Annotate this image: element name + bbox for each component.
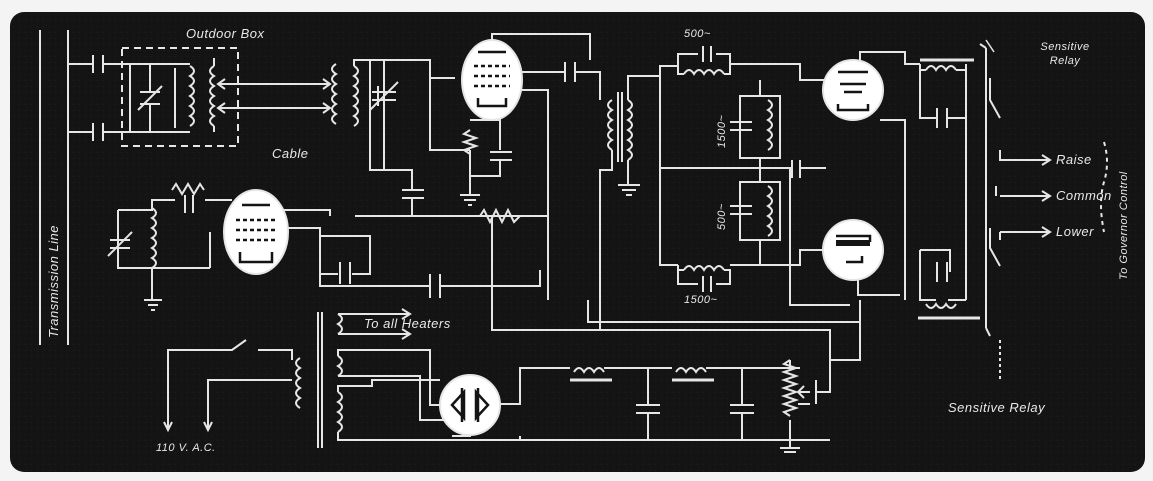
filter-coil-500-lower: [766, 185, 773, 237]
interstage-transformer-primary: [607, 99, 614, 151]
grid-leak-resistor: [171, 182, 205, 196]
filter-coil-500-top: [683, 69, 725, 76]
relay-coil-bottom: [925, 302, 957, 309]
ground-1: [460, 194, 480, 206]
schematic-background: [10, 12, 1145, 472]
cable-label: Cable: [272, 146, 309, 161]
relay-coil-top: [925, 65, 957, 72]
transmission-line-label: Transmission Line: [46, 224, 61, 338]
sensitive-relay-top-label: Sensitive Relay: [1040, 41, 1090, 67]
input-transformer-secondary: [352, 65, 359, 127]
cap-500-lower-label: 500~: [716, 203, 728, 230]
rectifier-tube-lower: [822, 219, 884, 281]
to-governor-control-label: To Governor Control: [1118, 171, 1130, 280]
sensitive-relay-bottom-label: Sensitive Relay: [948, 400, 1046, 415]
common-label: Common: [1056, 188, 1112, 203]
interstage-transformer-secondary: [626, 99, 633, 161]
ac-supply-label: 110 V. A.C.: [156, 442, 216, 454]
cathode-resistor-1: [460, 129, 480, 155]
choke-1: [573, 367, 605, 374]
ground-4: [780, 447, 800, 453]
cap-1500-bottom-label: 1500~: [684, 294, 718, 306]
choke-2: [675, 367, 707, 374]
power-rectifier-tube: [439, 374, 501, 436]
rectifier-filament-winding: [336, 355, 343, 377]
outdoor-box-label: Outdoor Box: [186, 26, 265, 41]
power-transformer-primary: [295, 357, 302, 409]
oscillator-coil: [150, 207, 157, 269]
outdoor-box: [121, 47, 239, 147]
outdoor-box-coil-secondary: [209, 65, 216, 127]
ground-3: [144, 299, 162, 311]
cap-500-top-label: 500~: [684, 28, 711, 40]
to-all-heaters-label: To all Heaters: [364, 316, 451, 331]
high-voltage-winding: [336, 391, 343, 433]
filter-coil-1500-bottom: [683, 265, 725, 272]
filter-coil-1500-upper: [766, 99, 773, 151]
lower-label: Lower: [1056, 224, 1094, 239]
raise-label: Raise: [1056, 152, 1092, 167]
cap-1500-upper-label: 1500~: [716, 114, 728, 148]
b-plus-resistor: [479, 207, 521, 225]
ground-2: [618, 184, 640, 196]
voltage-divider: [780, 359, 800, 417]
outdoor-box-coil-primary: [188, 65, 195, 127]
input-transformer-primary: [331, 63, 338, 125]
heater-winding: [336, 313, 343, 335]
